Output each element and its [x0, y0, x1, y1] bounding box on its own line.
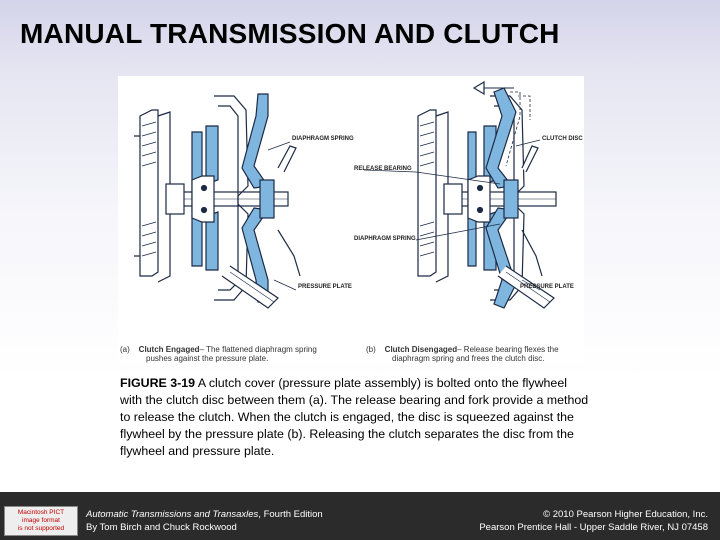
callout-pressure-plate-right: PRESSURE PLATE	[520, 284, 574, 290]
clutch-figure: DIAPHRAGM SPRING RELEASE BEARING CLUTCH …	[118, 76, 584, 364]
subcaption-b-heading: Clutch Disengaged	[384, 345, 458, 354]
callout-clutch-disc: CLUTCH DISC	[542, 136, 583, 142]
book-authors: By Tom Birch and Chuck Rockwood	[86, 522, 237, 533]
publisher-text: Pearson Prentice Hall - Upper Saddle Riv…	[479, 522, 708, 533]
slide-title: MANUAL TRANSMISSION AND CLUTCH	[20, 18, 560, 49]
footer-copyright: © 2010 Pearson Higher Education, Inc. Pe…	[479, 508, 708, 534]
callout-diaphragm-spring-top: DIAPHRAGM SPRING	[292, 136, 354, 142]
diagram-disengaged	[363, 80, 557, 309]
badge-line-2: image format	[22, 517, 60, 524]
subcaption-b-line1: – Release bearing flexes the	[457, 345, 559, 354]
figure-caption-text: A clutch cover (pressure plate assembly)…	[120, 376, 589, 458]
callout-release-bearing: RELEASE BEARING	[354, 166, 412, 172]
figure-caption: FIGURE 3-19 A clutch cover (pressure pla…	[120, 375, 590, 460]
callout-diaphragm-spring-bottom: DIAPHRAGM SPRING	[354, 236, 416, 242]
subcaption-a-line1: – The flattened diaphragm spring	[199, 345, 317, 354]
footer-book-info: Automatic Transmissions and Transaxles, …	[86, 508, 323, 534]
subcaption-b-letter: (b)	[366, 345, 376, 354]
subcaption-a: (a) Clutch Engaged– The flattened diaphr…	[120, 345, 317, 363]
callout-pressure-plate-left: PRESSURE PLATE	[298, 284, 352, 290]
subcaption-a-heading: Clutch Engaged	[138, 345, 200, 354]
badge-line-1: Macintosh PICT	[17, 509, 65, 516]
subcaption-a-letter: (a)	[120, 345, 130, 354]
badge-line-3: is not supported	[17, 525, 65, 532]
subcaption-a-line2: pushes against the pressure plate.	[146, 354, 269, 363]
diagram-engaged	[134, 93, 301, 309]
copyright-text: © 2010 Pearson Higher Education, Inc.	[543, 509, 708, 520]
unsupported-image-placeholder: Macintosh PICT image format is not suppo…	[4, 506, 78, 536]
figure-label: FIGURE 3-19	[120, 376, 196, 390]
clutch-diagram	[134, 80, 557, 309]
footer-bar: Macintosh PICT image format is not suppo…	[0, 492, 720, 540]
book-title: Automatic Transmissions and Transaxles	[86, 509, 259, 520]
book-edition: , Fourth Edition	[258, 509, 323, 520]
subcaption-b-line2: diaphragm spring and frees the clutch di…	[392, 354, 545, 363]
subcaption-b: (b) Clutch Disengaged– Release bearing f…	[366, 345, 559, 363]
